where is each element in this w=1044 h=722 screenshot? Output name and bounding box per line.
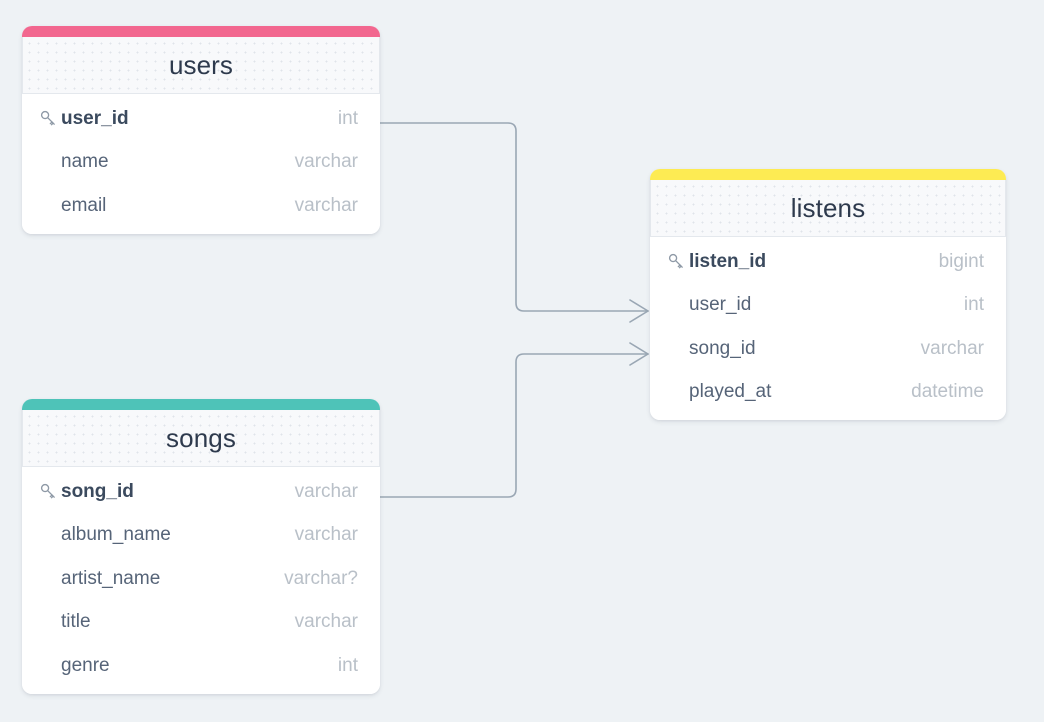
table-fields-listens: listen_id bigint user_id int song_id varchar p… bbox=[650, 237, 1006, 420]
field-name-songs-album_name: album_name bbox=[61, 524, 171, 546]
relationship-line-users-listens bbox=[379, 122, 649, 312]
field-row-listens-song_id[interactable]: song_id varchar bbox=[650, 327, 1006, 371]
table-card-users[interactable]: users user_id int name varchar email varchar bbox=[22, 26, 380, 234]
key-icon bbox=[40, 483, 61, 500]
crowsfoot-listens-song-id bbox=[629, 342, 649, 366]
field-name-users-email: email bbox=[61, 194, 107, 216]
field-row-listens-played_at[interactable]: played_at datetime bbox=[650, 371, 1006, 415]
field-type-users-user_id: int bbox=[337, 107, 358, 129]
field-row-users-name[interactable]: name varchar bbox=[22, 141, 380, 185]
table-fields-users: user_id int name varchar email varchar bbox=[22, 94, 380, 234]
field-row-songs-song_id[interactable]: song_id varchar bbox=[22, 470, 380, 514]
field-row-listens-listen_id[interactable]: listen_id bigint bbox=[650, 240, 1006, 284]
table-title-users: users bbox=[168, 50, 234, 80]
field-row-listens-user_id[interactable]: user_id int bbox=[650, 284, 1006, 328]
table-title-band-songs: songs bbox=[22, 410, 380, 467]
field-name-users-user_id: user_id bbox=[61, 107, 129, 129]
table-accent-bar-listens bbox=[650, 169, 1006, 180]
field-name-listens-user_id: user_id bbox=[689, 294, 752, 316]
field-row-users-email[interactable]: email varchar bbox=[22, 184, 380, 228]
field-row-songs-genre[interactable]: genre int bbox=[22, 644, 380, 688]
field-name-songs-song_id: song_id bbox=[61, 480, 134, 502]
field-name-songs-title: title bbox=[61, 611, 91, 633]
field-name-listens-listen_id: listen_id bbox=[689, 250, 767, 272]
field-type-users-name: varchar bbox=[294, 151, 358, 173]
table-title-songs: songs bbox=[166, 423, 236, 453]
field-name-listens-played_at: played_at bbox=[689, 381, 772, 403]
field-type-users-email: varchar bbox=[294, 194, 358, 216]
field-name-songs-artist_name: artist_name bbox=[61, 567, 161, 589]
relationship-line-songs-listens bbox=[379, 353, 649, 498]
field-name-listens-song_id: song_id bbox=[689, 337, 756, 359]
field-row-users-user_id[interactable]: user_id int bbox=[22, 97, 380, 141]
field-row-songs-artist_name[interactable]: artist_name varchar? bbox=[22, 557, 380, 601]
field-name-users-name: name bbox=[61, 151, 109, 173]
table-accent-bar-users bbox=[22, 26, 380, 37]
table-card-listens[interactable]: listens listen_id bigint user_id int song_id v… bbox=[650, 169, 1006, 420]
field-type-songs-album_name: varchar bbox=[294, 524, 358, 546]
field-type-listens-played_at: datetime bbox=[911, 381, 984, 403]
crowsfoot-listens-user-id bbox=[629, 299, 649, 323]
field-type-songs-genre: int bbox=[337, 654, 358, 676]
field-row-songs-title[interactable]: title varchar bbox=[22, 601, 380, 645]
table-accent-bar-songs bbox=[22, 399, 380, 410]
field-type-songs-title: varchar bbox=[294, 611, 358, 633]
table-title-band-listens: listens bbox=[650, 180, 1006, 237]
field-name-songs-genre: genre bbox=[61, 654, 110, 676]
table-title-band-users: users bbox=[22, 37, 380, 94]
field-type-songs-artist_name: varchar? bbox=[284, 567, 358, 589]
table-title-listens: listens bbox=[790, 193, 866, 223]
key-icon bbox=[40, 110, 61, 127]
field-type-listens-listen_id: bigint bbox=[938, 250, 984, 272]
field-type-listens-user_id: int bbox=[963, 294, 984, 316]
field-type-listens-song_id: varchar bbox=[920, 337, 984, 359]
field-row-songs-album_name[interactable]: album_name varchar bbox=[22, 514, 380, 558]
field-type-songs-song_id: varchar bbox=[294, 480, 358, 502]
key-icon bbox=[668, 253, 689, 270]
